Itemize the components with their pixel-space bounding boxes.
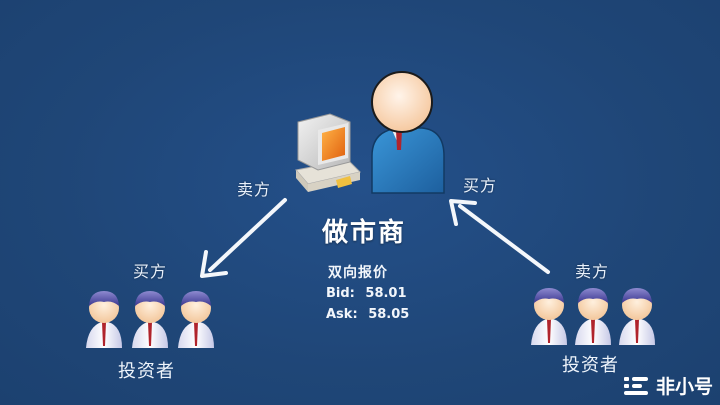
- two-way-quote-heading: 双向报价: [328, 265, 388, 281]
- ask-value: 58.05: [368, 307, 410, 322]
- market-maker-icon: [371, 71, 445, 194]
- watermark-text: 非小号: [656, 376, 714, 398]
- ask-quote: Ask: 58.05: [326, 307, 409, 322]
- bid-value: 58.01: [365, 286, 407, 301]
- left-investors-label: 投资者: [118, 361, 175, 382]
- left-arrow-label: 卖方: [237, 180, 272, 199]
- left-group-role: 买方: [133, 262, 168, 281]
- market-maker-title: 做市商: [322, 218, 407, 248]
- right-group-role: 卖方: [575, 262, 610, 281]
- bid-quote: Bid: 58.01: [326, 286, 407, 301]
- right-arrow-label: 买方: [463, 176, 498, 195]
- computer-icon: [295, 113, 361, 192]
- watermark-logo-icon: [624, 376, 648, 395]
- ask-label: Ask:: [326, 307, 358, 322]
- left-arrow-icon: [200, 198, 287, 278]
- left-investors-icon: [86, 291, 214, 348]
- right-arrow-icon: [449, 199, 550, 274]
- right-investors-icon: [531, 288, 655, 345]
- right-investors-label: 投资者: [562, 355, 619, 376]
- watermark: 非小号: [624, 372, 713, 399]
- bid-label: Bid:: [326, 286, 355, 301]
